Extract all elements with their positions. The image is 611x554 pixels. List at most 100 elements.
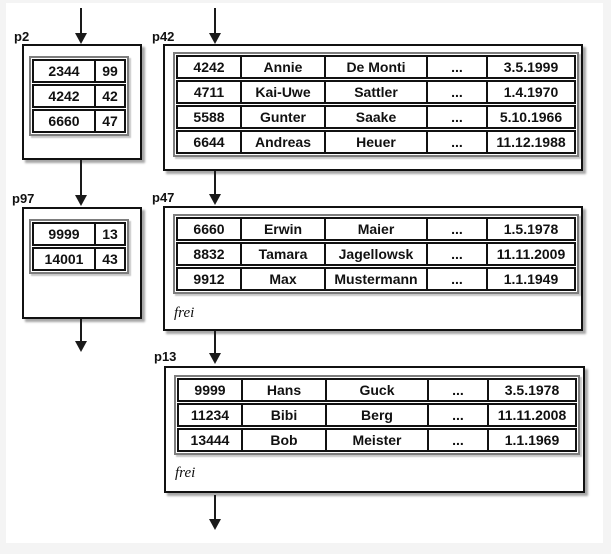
table-cell: 13444 bbox=[190, 432, 230, 448]
record-table-p97: 9999 13 14001 43 bbox=[29, 219, 129, 274]
table-cell: Annie bbox=[240, 57, 324, 77]
table-cell: Bibi bbox=[241, 405, 325, 425]
table-cell: 13 bbox=[94, 224, 124, 244]
table-cell: 11.11.2009 bbox=[486, 244, 574, 264]
table-cell: 6660 bbox=[48, 113, 80, 129]
table-cell: 1.4.1970 bbox=[486, 82, 574, 102]
free-space-label-p13: frei bbox=[175, 465, 196, 481]
page-label-p97: p97 bbox=[12, 191, 35, 206]
table-cell: 4242 bbox=[193, 59, 225, 75]
table-cell: 4242 bbox=[48, 88, 80, 104]
arrow-head-icon bbox=[209, 33, 221, 44]
table-cell: 11234 bbox=[190, 407, 230, 423]
table-cell: ... bbox=[427, 380, 487, 400]
table-cell: Tamara bbox=[240, 244, 324, 264]
arrow-shaft bbox=[80, 160, 82, 197]
table-cell: ... bbox=[426, 57, 486, 77]
table-cell: 2344 bbox=[48, 63, 80, 79]
arrow-shaft bbox=[80, 319, 82, 343]
table-cell: 99 bbox=[94, 61, 124, 81]
table-cell: Maier bbox=[324, 219, 426, 239]
pointer-arrow-from-p97 bbox=[75, 319, 87, 352]
table-cell: Meister bbox=[325, 430, 427, 450]
table-cell: 43 bbox=[94, 249, 124, 269]
table-cell: 9999 bbox=[194, 382, 226, 398]
table-cell: ... bbox=[426, 219, 486, 239]
table-cell: Heuer bbox=[324, 132, 426, 152]
table-cell: 47 bbox=[94, 111, 124, 131]
table-cell: Kai-Uwe bbox=[240, 82, 324, 102]
table-cell: Max bbox=[240, 269, 324, 289]
table-cell: Hans bbox=[241, 380, 325, 400]
table-cell: ... bbox=[427, 430, 487, 450]
table-row: 9999 13 bbox=[32, 222, 126, 246]
table-cell: 14001 bbox=[44, 251, 84, 267]
table-cell: Jagellowsk bbox=[324, 244, 426, 264]
page-label-p47: p47 bbox=[152, 190, 175, 205]
table-cell: 4711 bbox=[193, 84, 225, 100]
arrow-shaft bbox=[214, 331, 216, 355]
pointer-arrow-p2-to-p97 bbox=[75, 160, 87, 206]
table-cell: ... bbox=[426, 82, 486, 102]
table-cell: ... bbox=[426, 132, 486, 152]
table-cell: ... bbox=[426, 244, 486, 264]
arrow-shaft bbox=[214, 171, 216, 196]
arrow-head-icon bbox=[209, 519, 221, 530]
table-cell: Guck bbox=[325, 380, 427, 400]
arrow-head-icon bbox=[209, 353, 221, 364]
table-cell: 9912 bbox=[193, 271, 225, 287]
free-space-label-p47: frei bbox=[174, 305, 195, 321]
table-row: 6660 47 bbox=[32, 109, 126, 133]
table-cell: 5.10.1966 bbox=[486, 107, 574, 127]
table-row: 2344 99 bbox=[32, 59, 126, 83]
page-label-p42: p42 bbox=[152, 29, 175, 44]
table-cell: 11.12.1988 bbox=[486, 132, 574, 152]
pointer-arrow-p42-to-p47 bbox=[209, 171, 221, 205]
arrow-head-icon bbox=[75, 341, 87, 352]
table-cell: 6660 bbox=[193, 221, 225, 237]
table-cell: 3.5.1978 bbox=[487, 380, 575, 400]
table-cell: Bob bbox=[241, 430, 325, 450]
table-cell: Sattler bbox=[324, 82, 426, 102]
table-row: 14001 43 bbox=[32, 247, 126, 271]
table-cell: 6644 bbox=[193, 134, 225, 150]
table-cell: 11.11.2008 bbox=[487, 405, 575, 425]
arrow-shaft bbox=[214, 8, 216, 35]
table-cell: 1.1.1969 bbox=[487, 430, 575, 450]
table-cell: Erwin bbox=[240, 219, 324, 239]
table-cell: De Monti bbox=[324, 57, 426, 77]
table-cell: Gunter bbox=[240, 107, 324, 127]
page-label-p2: p2 bbox=[14, 29, 30, 44]
table-cell: ... bbox=[427, 405, 487, 425]
arrow-shaft bbox=[80, 8, 82, 35]
table-cell: Mustermann bbox=[324, 269, 426, 289]
pointer-arrow-from-p13 bbox=[209, 495, 221, 530]
table-cell: 9999 bbox=[48, 226, 80, 242]
table-cell: ... bbox=[426, 107, 486, 127]
pointer-arrow-into-p42 bbox=[209, 8, 221, 44]
table-cell: Saake bbox=[324, 107, 426, 127]
table-cell: 8832 bbox=[193, 246, 225, 262]
table-cell: 1.1.1949 bbox=[486, 269, 574, 289]
arrow-head-icon bbox=[209, 194, 221, 205]
table-cell: 5588 bbox=[193, 109, 225, 125]
arrow-head-icon bbox=[75, 33, 87, 44]
table-cell: ... bbox=[426, 269, 486, 289]
table-cell: 3.5.1999 bbox=[486, 57, 574, 77]
table-cell: Berg bbox=[325, 405, 427, 425]
arrow-head-icon bbox=[75, 195, 87, 206]
